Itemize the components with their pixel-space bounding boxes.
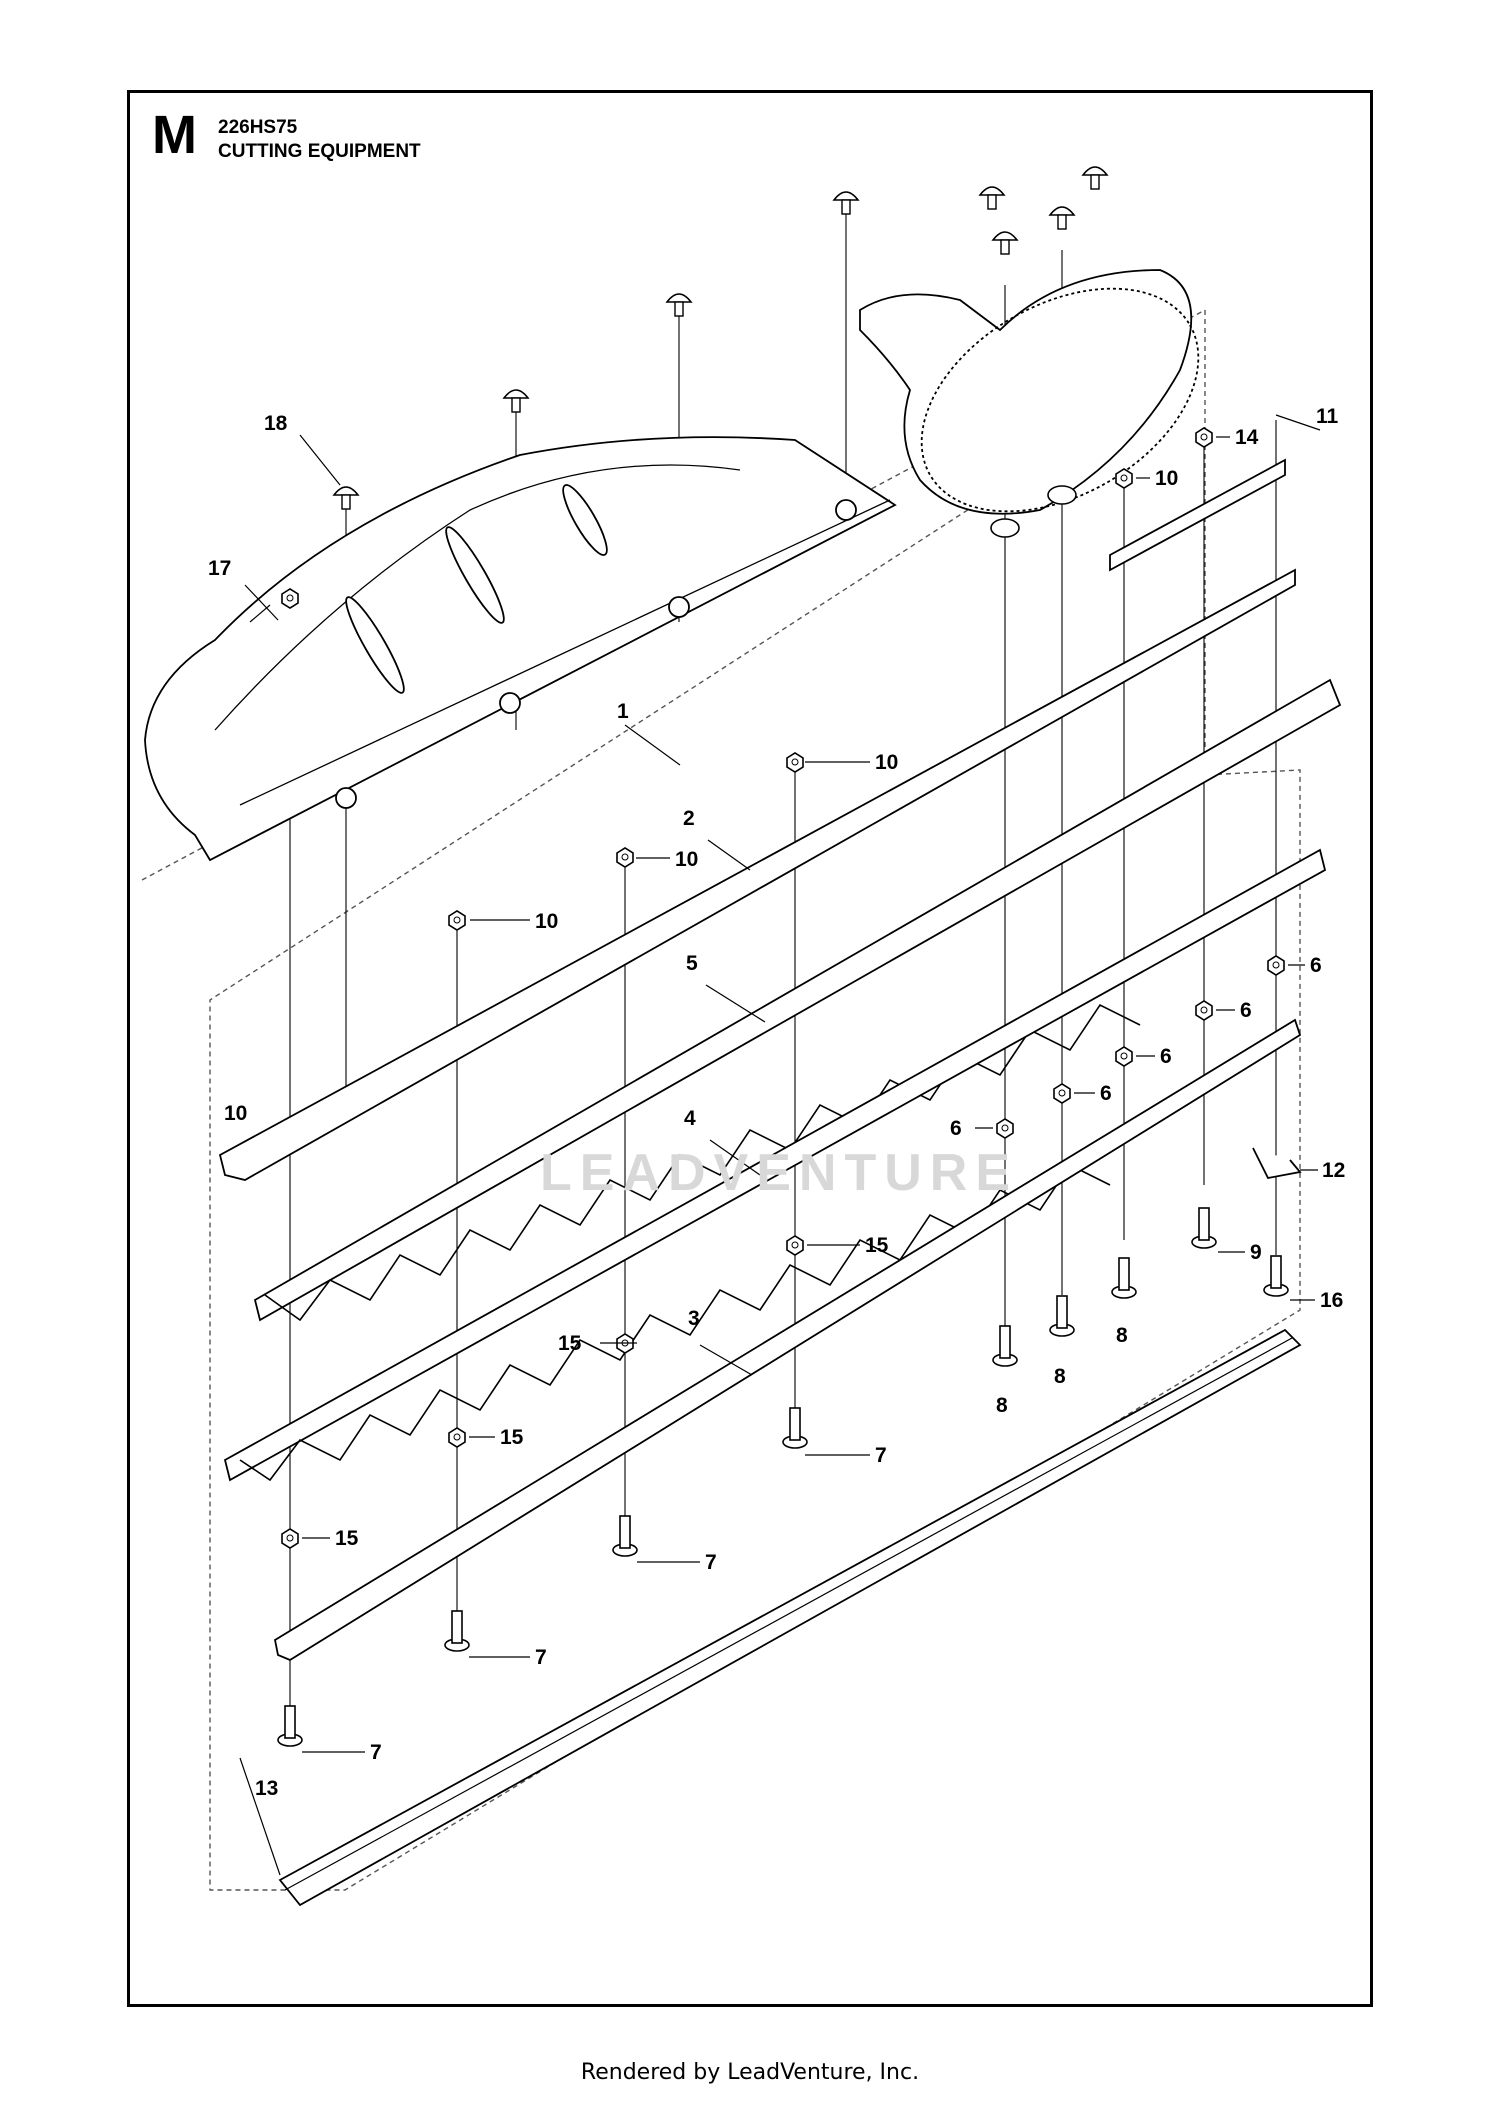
callout-8b: 8 bbox=[1054, 1365, 1066, 1388]
callout-10c: 10 bbox=[535, 910, 558, 933]
callout-18: 18 bbox=[264, 412, 288, 435]
front-handle bbox=[859, 269, 1200, 515]
callout-15c: 15 bbox=[500, 1426, 524, 1449]
handle-fasteners bbox=[979, 166, 1108, 538]
bottom-plate bbox=[273, 1018, 1302, 1662]
callout-6a: 6 bbox=[1310, 954, 1322, 977]
callout-6d: 6 bbox=[1100, 1082, 1112, 1105]
plate-11 bbox=[1109, 458, 1286, 572]
callout-10d: 10 bbox=[224, 1102, 247, 1125]
upper-blade bbox=[253, 678, 1342, 1322]
watermark: LEADVENTURE bbox=[540, 1144, 1018, 1202]
callout-6e: 6 bbox=[950, 1117, 962, 1140]
callout-5: 5 bbox=[686, 952, 698, 975]
callout-1: 1 bbox=[617, 700, 629, 723]
model-number: 226HS75 bbox=[218, 117, 298, 138]
callout-7c: 7 bbox=[535, 1646, 547, 1669]
guard-housing bbox=[144, 436, 897, 862]
callout-6b: 6 bbox=[1240, 999, 1252, 1022]
callout-10e: 10 bbox=[1155, 467, 1178, 490]
callout-16: 16 bbox=[1320, 1289, 1343, 1312]
callout-labels: 1 2 3 4 5 6 6 6 6 6 6 7 7 7 7 8 8 8 9 10… bbox=[208, 405, 1345, 1800]
callout-8a: 8 bbox=[996, 1394, 1008, 1417]
callout-10a: 10 bbox=[875, 751, 898, 774]
callout-11: 11 bbox=[1316, 405, 1339, 428]
blade-guard bbox=[278, 1328, 1302, 1907]
footer-credit: Rendered by LeadVenture, Inc. bbox=[580, 2060, 920, 2085]
callout-15d: 15 bbox=[335, 1527, 359, 1550]
callout-6c: 6 bbox=[1160, 1045, 1172, 1068]
callout-8c: 8 bbox=[1116, 1324, 1128, 1347]
callout-7d: 7 bbox=[370, 1741, 382, 1764]
callout-15b: 15 bbox=[558, 1332, 582, 1355]
callout-12: 12 bbox=[1322, 1159, 1345, 1182]
callout-7b: 7 bbox=[705, 1551, 717, 1574]
callout-17: 17 bbox=[208, 557, 231, 580]
callout-14: 14 bbox=[1235, 426, 1259, 449]
bolts bbox=[277, 1207, 1289, 1747]
callout-15a: 15 bbox=[865, 1234, 889, 1257]
callout-13: 13 bbox=[255, 1777, 278, 1800]
top-plate bbox=[218, 568, 1296, 1181]
callout-leaders bbox=[239, 414, 1321, 1876]
callout-4: 4 bbox=[684, 1107, 696, 1130]
callout-10b: 10 bbox=[675, 848, 698, 871]
callout-9: 9 bbox=[1250, 1241, 1262, 1264]
section-title: CUTTING EQUIPMENT bbox=[218, 141, 421, 162]
diagram-frame bbox=[127, 90, 1373, 2007]
section-letter: M bbox=[152, 105, 197, 165]
callout-2: 2 bbox=[683, 807, 695, 830]
callout-7a: 7 bbox=[875, 1444, 887, 1467]
clip-12 bbox=[1252, 1147, 1302, 1180]
callout-3: 3 bbox=[688, 1307, 700, 1330]
